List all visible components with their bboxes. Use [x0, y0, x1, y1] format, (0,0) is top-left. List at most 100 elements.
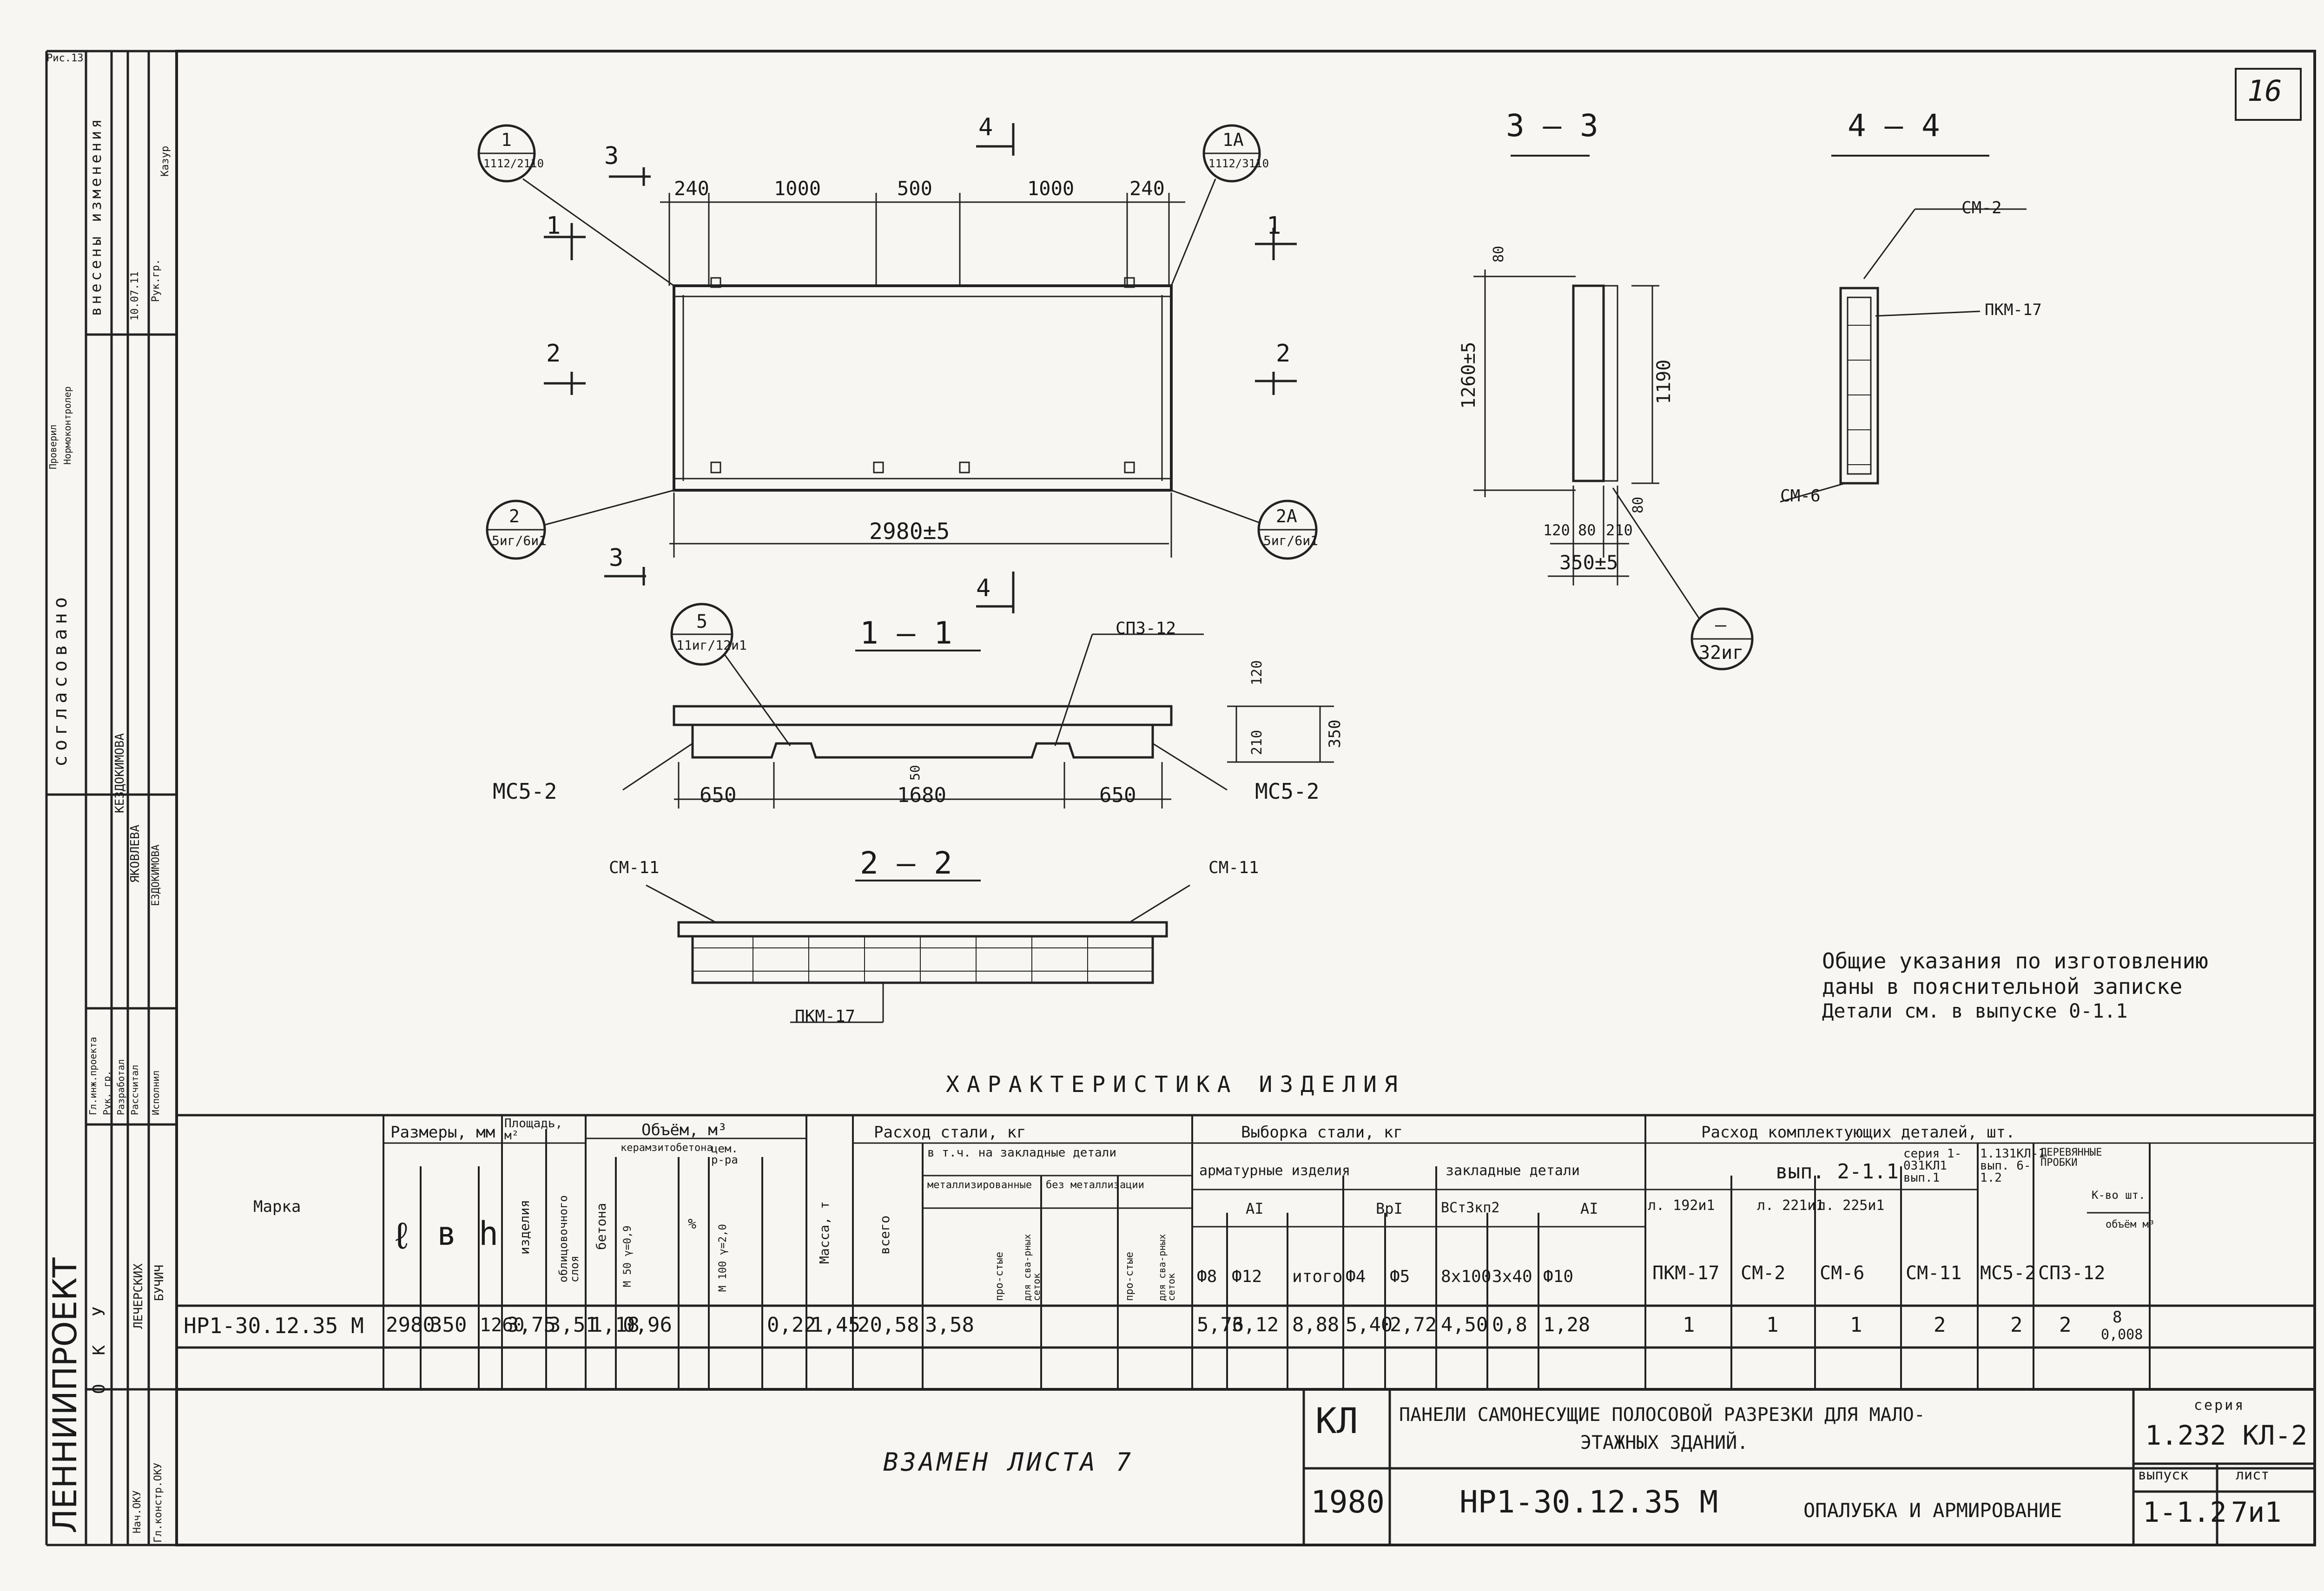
row-vyb-2: 3,12	[1232, 1313, 1279, 1336]
col-steel-sub-3: про-стые	[1124, 1252, 1136, 1301]
row-wood-qty: 8	[2113, 1308, 2122, 1327]
row-steel-emb: 3,58	[925, 1313, 974, 1337]
col-b: в	[437, 1215, 457, 1253]
komp-col-1: ПКМ-17	[1652, 1262, 1720, 1284]
col-steel: Расход стали, кг	[874, 1123, 1026, 1142]
vyb-col-4: Ф4	[1346, 1267, 1366, 1286]
approval-label: согласовано	[50, 592, 71, 767]
vyb-col-8: Ф10	[1543, 1267, 1574, 1286]
callout-tl-ref: 1112/2110	[483, 157, 544, 170]
col-vol-b2: %	[688, 1216, 697, 1232]
callout-tr-number: 1А	[1222, 130, 1244, 150]
dim-top-1: 240	[674, 177, 709, 200]
row-marka: НР1-30.12.35 М	[184, 1313, 364, 1338]
s33-dim-120: 120	[1543, 521, 1570, 539]
col-area-b: облицовочного слоя	[557, 1195, 581, 1282]
tb-vyp-label: выпуск	[2138, 1467, 2189, 1483]
vyb-col-2: Ф12	[1232, 1267, 1262, 1286]
s33-dim-1260: 1260±5	[1458, 342, 1479, 409]
cut-mark-2-right: 2	[1276, 340, 1291, 368]
left-role2-1: Гл.инж.проекта	[87, 1037, 99, 1115]
tb-name-2: ЭТАЖНЫХ ЗДАНИЙ.	[1580, 1432, 1749, 1453]
tb-sub: ОПАЛУБКА И АРМИРОВАНИЕ	[1803, 1499, 2062, 1522]
left-name-3: ЕЗДОКИМОВА	[150, 844, 162, 906]
callout-5-number: 5	[696, 611, 708, 632]
col-sizes: Размеры, мм	[390, 1123, 495, 1142]
col-vr1: ВрI	[1376, 1200, 1403, 1217]
row-komp-3: 1	[1850, 1313, 1862, 1337]
section-2-2-title: 2 — 2	[860, 845, 952, 881]
section-3-3-title: 3 — 3	[1506, 108, 1598, 144]
left-rev-1: 10.07.11	[129, 271, 141, 321]
callout-br-ref: 5иг/6и1	[1263, 533, 1319, 548]
row-komp-1: 1	[1683, 1313, 1695, 1337]
left-name2-2: БУЧИЧ	[152, 1264, 166, 1301]
col-steel-sub-4: для сва-рных сеток	[1156, 1234, 1177, 1302]
col-a1: АI	[1246, 1200, 1264, 1217]
col-steel-all: всего	[877, 1215, 892, 1255]
s11-dim-210: 210	[1249, 730, 1265, 755]
tb-kl: КЛ	[1315, 1400, 1358, 1441]
vyb-col-5: Ф5	[1390, 1267, 1410, 1286]
col-seria: серия 1-031КЛ1 вып.1	[1903, 1147, 1962, 1185]
col-l: ℓ	[390, 1214, 413, 1257]
col-komp-ref-2: л. 221и1	[1757, 1197, 1824, 1214]
col-area-a: изделия	[517, 1199, 532, 1255]
tb-seria-value: 1.232 КЛ-2	[2145, 1420, 2308, 1451]
col-a1b: АI	[1580, 1200, 1598, 1217]
col-vol-b: керамзитобетона	[621, 1142, 713, 1154]
col-komp-ref-1: л. 192и1	[1648, 1197, 1715, 1214]
col-wood-vol: объём м³	[2106, 1219, 2155, 1230]
s33-dim-80-bottom: 80	[1630, 496, 1646, 513]
row-vyb-1: 5,76	[1197, 1313, 1244, 1336]
col-steel-sub-1: про-стые	[994, 1252, 1005, 1301]
s44-label-sm2: СМ-2	[1961, 198, 2002, 217]
col-wood: ДЕРЕВЯННЫЕ ПРОБКИ	[2040, 1147, 2102, 1169]
row-vyb-5: 2,72	[1390, 1313, 1437, 1336]
s33-dim-80: 80	[1578, 521, 1596, 539]
col-steel-sub-2: для сва-рных сеток	[1022, 1234, 1042, 1302]
col-steel-emb: в т.ч. на закладные детали	[927, 1146, 1116, 1160]
sheet-number: 16	[2247, 74, 2282, 108]
cut-mark-4-top: 4	[978, 113, 993, 141]
vyb-col-3: итого	[1292, 1267, 1343, 1286]
tb-name-1: ПАНЕЛИ САМОНЕСУЩИЕ ПОЛОСОВОЙ РАЗРЕЗКИ ДЛ…	[1399, 1404, 1925, 1426]
callout-bl-number: 2	[509, 506, 520, 526]
s11-dim-120: 120	[1249, 660, 1265, 685]
tb-year: 1980	[1311, 1484, 1385, 1520]
dim-top-4: 1000	[1027, 177, 1075, 200]
s11-label-sp3: СПЗ-12	[1116, 619, 1176, 638]
row-vol-a: 1,18	[590, 1313, 640, 1337]
okp-letters: О К У	[90, 1297, 109, 1394]
cut-mark-3-bottom: 3	[609, 544, 624, 572]
left-rev-3: Казур	[159, 145, 171, 177]
left-role2-4: Рассчитал	[129, 1065, 140, 1115]
komp-col-3: СМ-6	[1820, 1262, 1865, 1284]
left-role2-2: Рук. гр.	[101, 1070, 112, 1115]
komp-col-4: СМ-11	[1906, 1262, 1962, 1284]
row-l: 2980	[386, 1313, 435, 1337]
s33-dim-210: 210	[1606, 521, 1633, 539]
s33-dim-1190: 1190	[1653, 359, 1675, 404]
row-area-b: 3,51	[548, 1313, 598, 1337]
row-komp-2: 1	[1766, 1313, 1779, 1337]
dim-width: 2980±5	[869, 519, 950, 545]
cut-mark-2-left: 2	[546, 340, 561, 368]
row-wood-vol: 0,008	[2101, 1327, 2143, 1343]
note-line-3: Детали см. в выпуске 0-1.1	[1822, 999, 2128, 1022]
col-vol-b1: М 50 γ=0,9	[622, 1225, 634, 1287]
row-komp-6: 2	[2059, 1313, 2072, 1337]
s11-dim-350: 350	[1326, 719, 1344, 748]
komp-col-2: СМ-2	[1741, 1262, 1786, 1284]
left-rev-2: Рук.гр.	[150, 259, 162, 302]
vyb-col-7: 3х40	[1492, 1267, 1532, 1286]
row-area-a: 3,75	[507, 1313, 556, 1337]
left-name2-1: ЛЕЧЕРСКИХ	[132, 1263, 145, 1329]
left-role2-5: Исполнил	[150, 1070, 161, 1115]
callout-br-number: 2А	[1276, 506, 1297, 526]
left-bottom-2: Гл.констр.ОКУ	[152, 1462, 164, 1543]
col-armat: арматурные изделия	[1199, 1163, 1351, 1179]
col-wood-qty: К-во шт.	[2092, 1189, 2146, 1202]
cut-mark-1-left: 1	[546, 212, 561, 240]
